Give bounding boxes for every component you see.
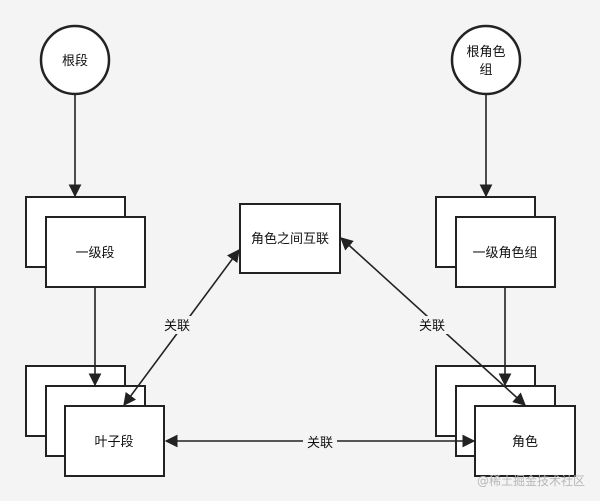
first-level-role-group-stack[interactable]: 一级角色组 <box>435 196 556 288</box>
root-role-group-label-line1: 根角色 <box>466 44 505 60</box>
left-relation-label: 关联 <box>164 319 190 334</box>
left-relation-edge-label: 关联 <box>161 316 193 334</box>
root-segment-node[interactable]: 根段 <box>39 24 111 96</box>
root-role-group-node[interactable]: 根角色 组 <box>450 24 522 96</box>
bottom-relation-edge-label: 关联 <box>303 433 337 451</box>
root-segment-label: 根段 <box>62 54 88 69</box>
first-level-segment-stack[interactable]: 一级段 <box>25 196 146 288</box>
right-relation-label: 关联 <box>419 319 445 334</box>
first-level-segment-label: 一级段 <box>75 246 114 261</box>
leaf-segment-stack[interactable]: 叶子段 <box>25 365 165 477</box>
first-level-role-group-label: 一级角色组 <box>472 245 537 261</box>
root-role-group-label-line2: 组 <box>479 63 492 78</box>
right-relation-edge-label: 关联 <box>416 316 448 334</box>
leaf-segment-card <box>64 405 165 477</box>
leaf-segment-label: 叶子段 <box>94 435 133 450</box>
role-label: 角色 <box>512 434 538 450</box>
role-card <box>474 405 576 477</box>
watermark-text: @稀土掘金技术社区 <box>477 473 585 488</box>
bottom-relation-label: 关联 <box>307 436 333 451</box>
role-interconnect-label: 角色之间互联 <box>251 231 329 247</box>
role-interconnect-node[interactable]: 角色之间互联 <box>239 203 341 274</box>
